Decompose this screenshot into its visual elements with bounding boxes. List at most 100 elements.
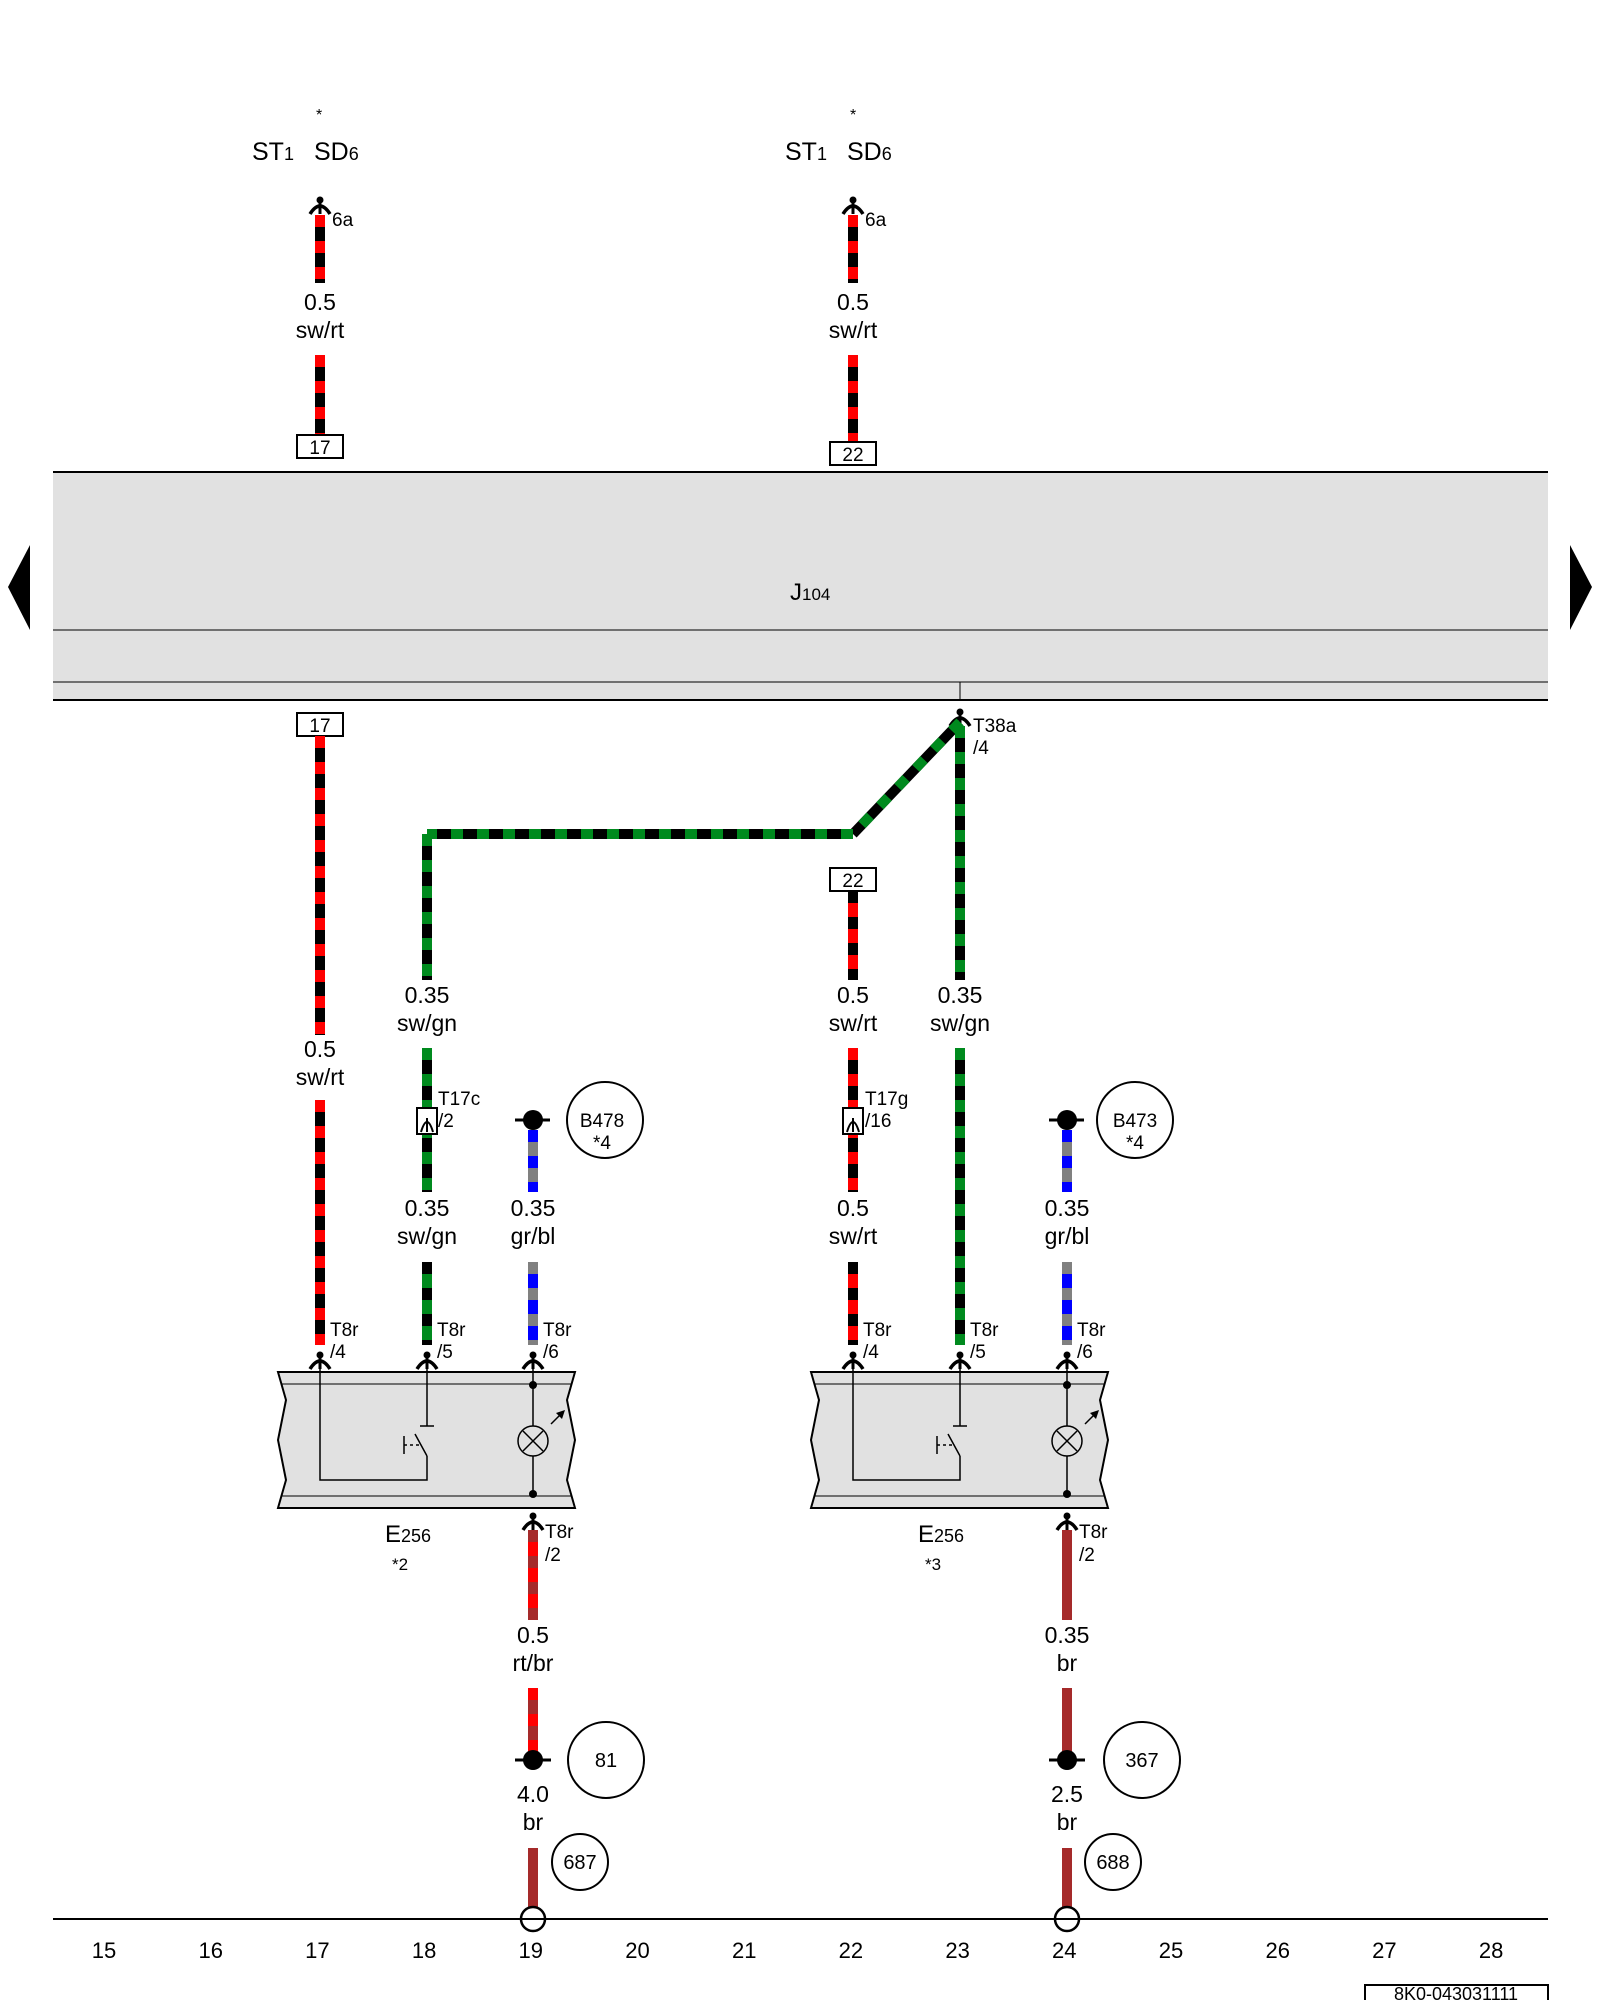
reference-circle [1096, 1081, 1174, 1159]
scale-number: 27 [1372, 1938, 1396, 1963]
pin-number: /4 [330, 1342, 346, 1363]
pin-name: T8r [437, 1320, 466, 1341]
pin-number: /5 [970, 1342, 986, 1363]
wire-size: 0.5 [304, 289, 336, 315]
reference-label: 81 [595, 1750, 617, 1772]
wire-color-code: gr/bl [1045, 1223, 1090, 1249]
wire-color-code: sw/gn [397, 1010, 457, 1036]
scale-number: 20 [625, 1938, 649, 1963]
connector-t17c-pin: /2 [438, 1111, 454, 1132]
wire-size: 0.5 [837, 982, 869, 1008]
pin-name: T8r [1079, 1522, 1108, 1543]
pin-number: /2 [545, 1545, 561, 1566]
connector-icon [1055, 1510, 1079, 1532]
wire-color-code: br [1057, 1809, 1078, 1835]
wire-color-code: sw/rt [829, 1010, 878, 1036]
connector-icon [1055, 1349, 1079, 1371]
scale-number: 17 [305, 1938, 329, 1963]
scale-number: 19 [519, 1938, 543, 1963]
scale-number: 21 [732, 1938, 756, 1963]
pin-number: /2 [1079, 1545, 1095, 1566]
scale-number: 28 [1479, 1938, 1503, 1963]
reference-circle [566, 1081, 644, 1159]
connector-pin: 6a [332, 210, 354, 231]
component-label: E256 [918, 1521, 964, 1548]
wire-color-code: gr/bl [511, 1223, 556, 1249]
scale-number: 24 [1052, 1938, 1076, 1963]
connector-t17g-name: T17g [865, 1089, 908, 1110]
pin-name: T8r [545, 1522, 574, 1543]
pin-name: T8r [863, 1320, 892, 1341]
component-e256-body [276, 1371, 577, 1509]
control-unit-j104: J104 [53, 471, 1548, 701]
connector-icon [308, 1349, 332, 1371]
terminal-box [829, 441, 877, 466]
left-switch-group: 17 0.5 sw/rt 0.35 sw/gn T17c /2 0.35 sw/… [276, 712, 964, 1933]
pin-number: /6 [543, 1342, 559, 1363]
wire-color-code: sw/rt [296, 1064, 345, 1090]
connector-t17g-pin: /16 [865, 1111, 891, 1132]
scale-number: 16 [198, 1938, 222, 1963]
reference-label: 367 [1125, 1750, 1158, 1772]
reference-note: *4 [593, 1133, 611, 1154]
wire-size: 0.35 [405, 1195, 450, 1221]
connector-t38a-pin: /4 [973, 738, 989, 759]
connector-pin: 6a [865, 210, 887, 231]
component-note: *3 [925, 1555, 941, 1574]
control-unit-label: J104 [790, 579, 830, 606]
document-id-box: 8K0-043031111 [1364, 1984, 1549, 2000]
wire-size: 0.35 [1045, 1622, 1090, 1648]
wire-size: 0.35 [1045, 1195, 1090, 1221]
wire-color-code: sw/gn [397, 1223, 457, 1249]
scale-number: 26 [1265, 1938, 1289, 1963]
asterisk-note: * [850, 107, 856, 124]
reference-circle [1103, 1721, 1181, 1799]
splice-dot-icon [523, 1110, 543, 1130]
splice-dot-icon [1057, 1750, 1077, 1770]
document-id: 8K0-043031111 [1394, 1984, 1518, 2000]
wire-size: 0.5 [517, 1622, 549, 1648]
pin-number: /4 [863, 1342, 879, 1363]
component-e256-body [809, 1371, 1110, 1509]
wire-size: 0.35 [405, 982, 450, 1008]
wire-color-code: br [1057, 1650, 1078, 1676]
pin-name: T8r [1077, 1320, 1106, 1341]
scale-number: 18 [412, 1938, 436, 1963]
component-note: *2 [392, 1555, 408, 1574]
right-switch-group: 22 0.5 sw/rt T17g /16 0.5 sw/rt 0.35 sw/… [809, 726, 1181, 1933]
pin-number: /5 [437, 1342, 453, 1363]
reference-label: 687 [563, 1852, 596, 1874]
reference-note: *4 [1126, 1133, 1144, 1154]
wire-color-code: sw/rt [829, 1223, 878, 1249]
scale-number: 22 [839, 1938, 863, 1963]
scale-number: 25 [1159, 1938, 1183, 1963]
wire-color-code: sw/gn [930, 1010, 990, 1036]
scale-number: 23 [945, 1938, 969, 1963]
wire-size: 0.5 [837, 289, 869, 315]
connector-icon [521, 1510, 545, 1532]
wire-color-code: rt/br [513, 1650, 554, 1676]
triangle-left-icon[interactable] [8, 545, 30, 630]
wire-color-code: br [523, 1809, 544, 1835]
terminal-label: 22 [842, 871, 863, 892]
connector-icon [841, 1349, 865, 1371]
pin-name: T8r [543, 1320, 572, 1341]
terminal-label: 17 [309, 438, 330, 459]
connector-icon [415, 1349, 439, 1371]
wire-size: 0.35 [938, 982, 983, 1008]
triangle-right-icon[interactable] [1570, 545, 1592, 630]
reference-circle [1084, 1833, 1142, 1891]
terminal-box [296, 434, 344, 459]
splice-dot-icon [523, 1750, 543, 1770]
reference-circle [551, 1833, 609, 1891]
wire-size: 2.5 [1051, 1781, 1083, 1807]
splice-dot-icon [1057, 1110, 1077, 1130]
wire-color-code: sw/rt [829, 317, 878, 343]
connector-icon [841, 194, 865, 216]
connector-icon [308, 194, 332, 216]
